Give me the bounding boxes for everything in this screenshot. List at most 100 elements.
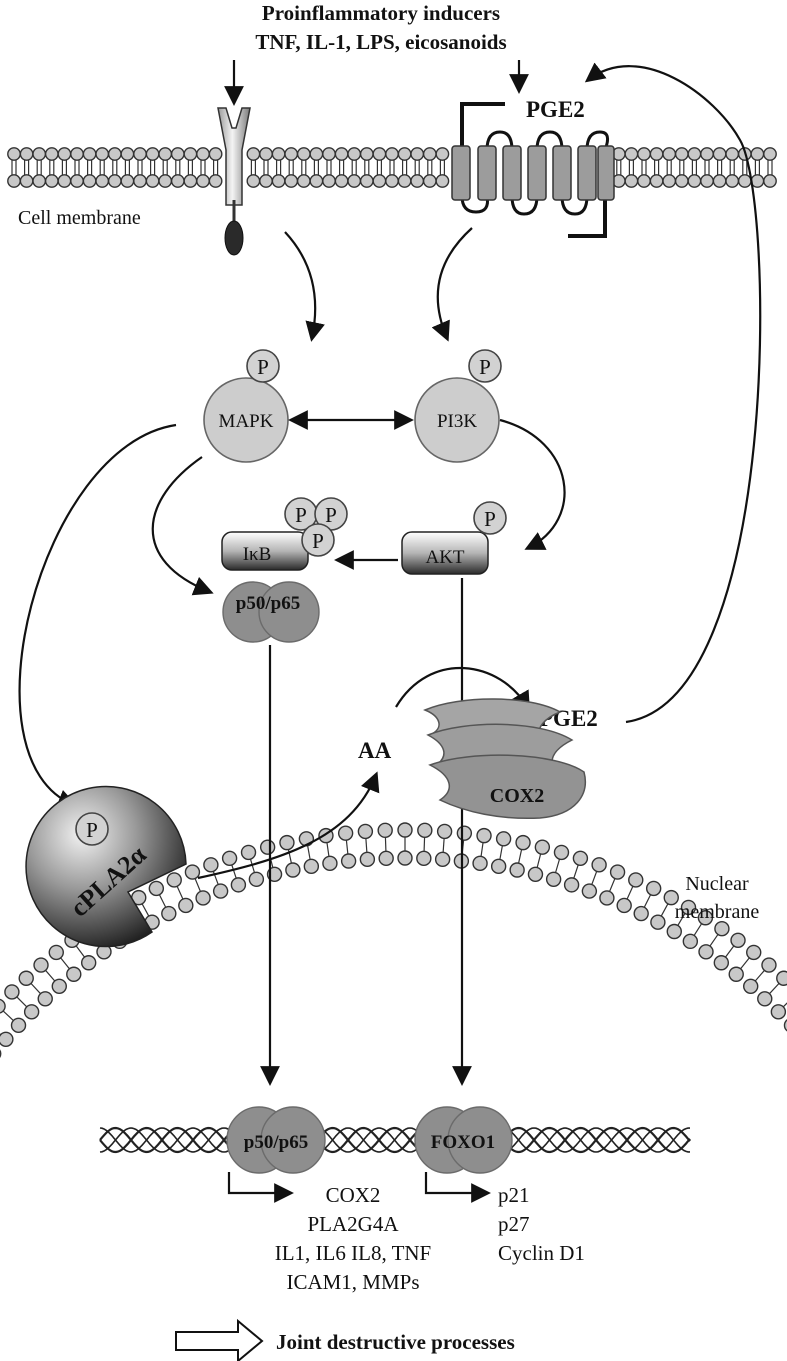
lipid-head bbox=[334, 174, 349, 188]
lipid-head bbox=[698, 944, 714, 960]
lipid-head bbox=[296, 147, 311, 161]
ikb-label: IκB bbox=[243, 544, 272, 565]
lipid-head bbox=[712, 174, 727, 188]
lipid-head bbox=[284, 147, 299, 161]
lipid-head bbox=[545, 871, 562, 887]
lipid-head bbox=[57, 174, 72, 188]
foxo1-transcription-arrow bbox=[424, 1172, 491, 1203]
lipid-head bbox=[230, 877, 247, 893]
dna-strand bbox=[99, 1127, 690, 1153]
aa-to-pge2-arrow bbox=[395, 667, 530, 712]
nfkb-nuclear-complex bbox=[226, 1106, 326, 1174]
pge2-receptor-label: PGE2 bbox=[526, 97, 585, 122]
cell-membrane bbox=[7, 147, 777, 188]
target-gene: ICAM1, MMPs bbox=[286, 1270, 419, 1294]
lipid-head bbox=[372, 147, 387, 161]
lipid-head bbox=[435, 174, 450, 188]
mapk-to-nfkb-arrow bbox=[151, 456, 214, 596]
lipid-head bbox=[563, 877, 580, 893]
lipid-head bbox=[0, 998, 6, 1014]
target-gene: COX2 bbox=[326, 1183, 381, 1207]
foxo1-label: FOXO1 bbox=[431, 1132, 495, 1153]
lipid-head bbox=[248, 871, 265, 887]
lipid-head bbox=[527, 866, 544, 883]
lipid-head bbox=[120, 147, 135, 161]
lipid-head bbox=[372, 174, 387, 188]
lipid-head bbox=[534, 839, 551, 855]
lipid-head bbox=[145, 174, 160, 188]
lipid-head bbox=[761, 957, 777, 973]
inducers-list: TNF, IL-1, LPS, eicosanoids bbox=[255, 30, 506, 54]
lipid-head bbox=[397, 174, 412, 188]
lipid-head bbox=[70, 147, 84, 161]
lipid-head bbox=[645, 880, 662, 897]
lipid-head bbox=[23, 1004, 40, 1020]
lipid-head bbox=[397, 822, 413, 838]
lipid-head bbox=[385, 174, 399, 188]
lipid-head bbox=[145, 147, 160, 161]
foxo1-complex bbox=[414, 1106, 513, 1174]
lipid-head bbox=[32, 174, 47, 188]
mapk-phospho-label: P bbox=[257, 355, 269, 379]
lipid-head bbox=[725, 174, 740, 188]
lipid-head bbox=[515, 834, 531, 851]
akt-label: AKT bbox=[425, 547, 464, 568]
lipid-head bbox=[158, 174, 173, 188]
lipid-head bbox=[637, 174, 651, 188]
lipid-head bbox=[95, 147, 110, 161]
lipid-head bbox=[730, 932, 746, 948]
lipid-head bbox=[776, 970, 787, 986]
lipid-head bbox=[359, 147, 374, 161]
lipid-head bbox=[490, 858, 507, 875]
lipid-head bbox=[476, 827, 492, 844]
lipid-head bbox=[95, 174, 110, 188]
lipid-head bbox=[662, 147, 677, 161]
outcome-hollow-arrow-icon bbox=[175, 1318, 264, 1361]
cytokine-receptor-icon bbox=[217, 107, 251, 256]
lipid-head bbox=[377, 822, 393, 839]
lipid-head bbox=[285, 862, 301, 878]
lipid-head bbox=[166, 872, 182, 888]
lipid-head bbox=[746, 944, 762, 961]
lipid-head bbox=[697, 910, 714, 926]
lipid-head bbox=[183, 147, 198, 161]
lipid-head bbox=[700, 174, 714, 188]
lipid-head bbox=[7, 174, 21, 188]
lipid-head bbox=[712, 147, 727, 161]
nfkb-transcription-arrow bbox=[227, 1172, 294, 1203]
lipid-head bbox=[4, 984, 20, 1000]
lipid-head bbox=[208, 174, 223, 188]
lipid-head bbox=[195, 890, 211, 906]
lipid-head bbox=[750, 147, 765, 161]
pi3k-node: P PI3K bbox=[414, 349, 502, 463]
lipid-head bbox=[240, 844, 257, 861]
lipid-head bbox=[737, 174, 752, 188]
lipid-head bbox=[609, 864, 626, 880]
gpcr-receptor-icon bbox=[451, 102, 615, 238]
cell-membrane-label: Cell membrane bbox=[18, 207, 141, 229]
lipid-head bbox=[322, 147, 336, 161]
lipid-head bbox=[509, 862, 525, 878]
lipid-head bbox=[624, 174, 639, 188]
lipid-head bbox=[271, 147, 286, 161]
lipid-head bbox=[170, 174, 185, 188]
lipid-head bbox=[359, 851, 376, 868]
lipid-head bbox=[322, 174, 336, 188]
cox2-label: COX2 bbox=[490, 785, 544, 807]
lipid-head bbox=[713, 955, 730, 971]
dna-double-helix bbox=[99, 1126, 691, 1154]
lipid-head bbox=[416, 850, 432, 867]
lipid-head bbox=[347, 174, 362, 188]
lipid-head bbox=[553, 844, 570, 861]
lipid-head bbox=[357, 823, 374, 840]
lipid-head bbox=[279, 834, 295, 851]
lipid-head bbox=[170, 147, 185, 161]
lipid-head bbox=[591, 857, 607, 873]
lipid-head bbox=[158, 147, 173, 161]
lipid-head bbox=[0, 1031, 14, 1047]
gpcr-to-pi3k-arrow bbox=[431, 227, 473, 342]
lipid-head bbox=[196, 147, 210, 161]
lipid-head bbox=[303, 858, 320, 875]
